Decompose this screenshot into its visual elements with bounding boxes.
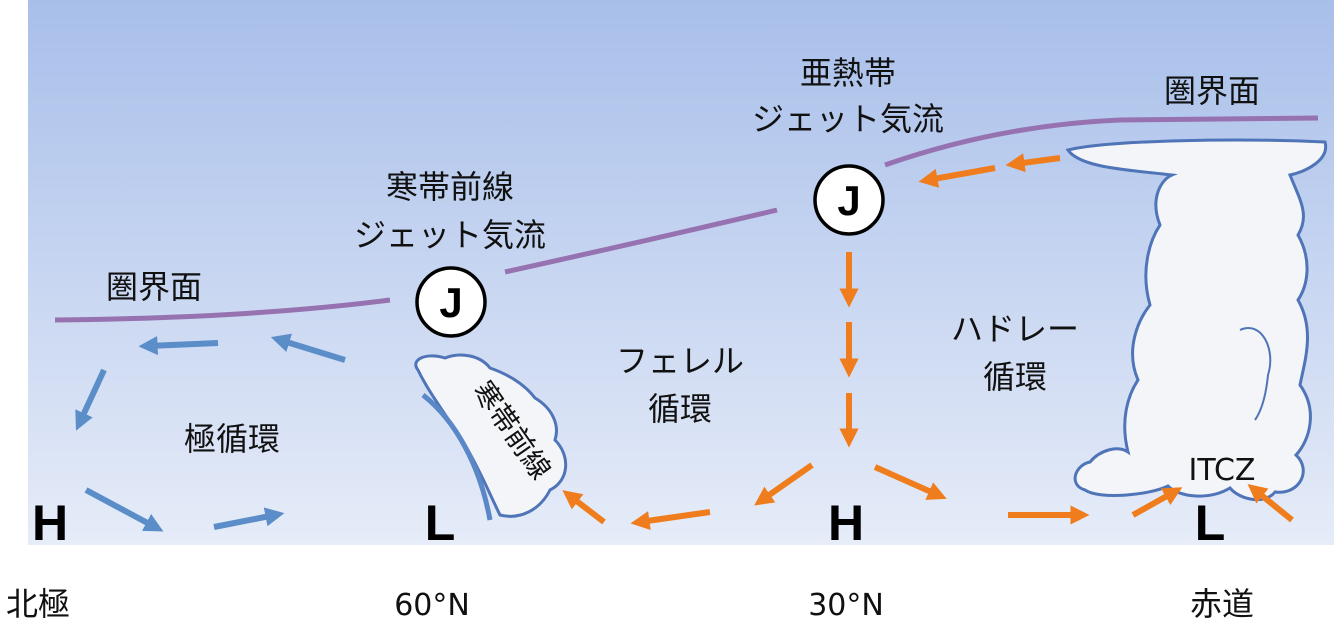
- subtropical-jet-symbol: J: [837, 177, 860, 224]
- pressure-low-60n: L: [425, 495, 456, 551]
- polar-arrow-upper-2: [270, 333, 346, 363]
- latitude-label-60n: 60°N: [394, 588, 470, 623]
- trade-wind-arrow-south: [1247, 483, 1294, 523]
- trade-wind-arrow-north: [1131, 487, 1183, 518]
- polar-arrow-lower-1: [84, 487, 164, 532]
- polar-front-line: [421, 393, 493, 521]
- polar-front-jet-circle: [415, 266, 487, 338]
- ferrel-arrow-rising: [562, 490, 606, 525]
- hadley-arrow-upper-1: [918, 165, 996, 188]
- ferrel-arrow-surface-2: [630, 509, 711, 531]
- pressure-high-30n: H: [828, 495, 864, 551]
- ferrel-arrow-surface-1: [754, 462, 814, 506]
- polar-cell-label: 極循環: [184, 420, 280, 458]
- ferrel-cell-label-line1: フェレル: [616, 342, 744, 380]
- pressure-high-pole: H: [32, 495, 68, 551]
- polar-cell-arrows: [75, 333, 346, 532]
- subtropical-jet-label-line1: 亜熱帯: [800, 54, 896, 92]
- hadley-arrow-surface-1: [873, 464, 947, 500]
- hadley-cell-label-line1: ハドレー: [951, 310, 1079, 348]
- polar-arrow-lower-2: [213, 507, 285, 530]
- tropopause-label-right: 圏界面: [1164, 72, 1260, 110]
- tropopause-line-left: [54, 297, 391, 323]
- latitude-label-equator: 赤道: [1190, 585, 1254, 623]
- cloud-inner-contour: [1239, 327, 1272, 421]
- itcz-label: ITCZ: [1189, 453, 1256, 488]
- polar-front-jet-label-line1: 寒帯前線: [386, 168, 514, 206]
- tropopause-line-middle: [504, 207, 778, 275]
- tropopause-line-right: [884, 115, 1319, 168]
- pressure-low-equator: L: [1195, 495, 1226, 551]
- subtropical-jet-label-line2: ジェット気流: [752, 100, 944, 138]
- polar-arrow-upper-1: [138, 335, 219, 356]
- ferrel-hadley-arrows: [562, 153, 1294, 531]
- latitude-label-north-pole: 北極: [6, 585, 70, 623]
- latitude-label-30n: 30°N: [808, 588, 884, 623]
- polar-arrow-down: [75, 368, 107, 431]
- ferrel-cell-label-line2: 循環: [648, 390, 712, 428]
- hadley-arrow-upper-2: [1005, 153, 1061, 173]
- polar-front-jet-label-line2: ジェット気流: [354, 216, 546, 254]
- hadley-cell-label-line2: 循環: [983, 358, 1047, 396]
- tropopause-label-left: 圏界面: [106, 268, 202, 306]
- polar-front-jet-symbol: J: [439, 279, 462, 326]
- subtropical-jet-circle: [813, 164, 885, 236]
